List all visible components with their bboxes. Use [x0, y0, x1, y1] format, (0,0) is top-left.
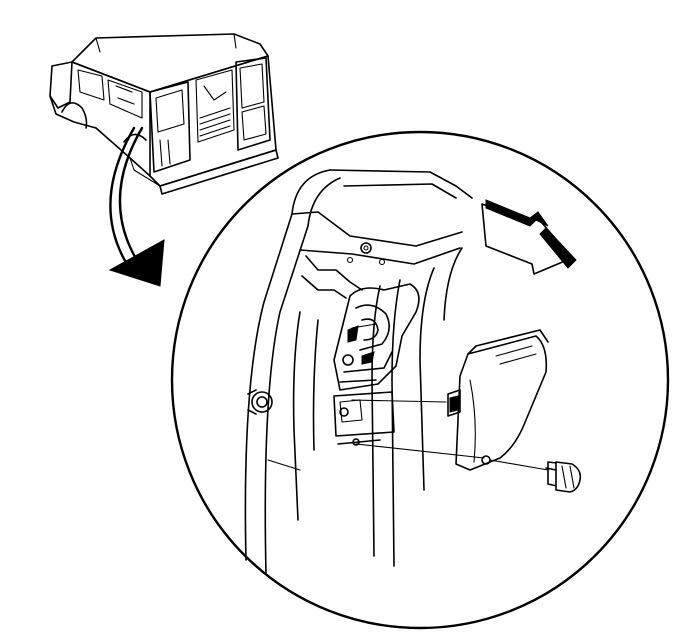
- latch-cover-icon: [447, 329, 549, 471]
- van-overview-icon: [49, 33, 279, 195]
- curved-callout-arrow-icon: [108, 126, 165, 287]
- bolt-icon: [545, 461, 582, 493]
- assembly-leader-lines: [351, 399, 549, 471]
- direction-arrow-icon: [481, 199, 577, 275]
- side-bolt-icon: [247, 389, 273, 415]
- latch-mechanism-detail: [333, 283, 420, 446]
- door-frame-detail: [244, 169, 473, 575]
